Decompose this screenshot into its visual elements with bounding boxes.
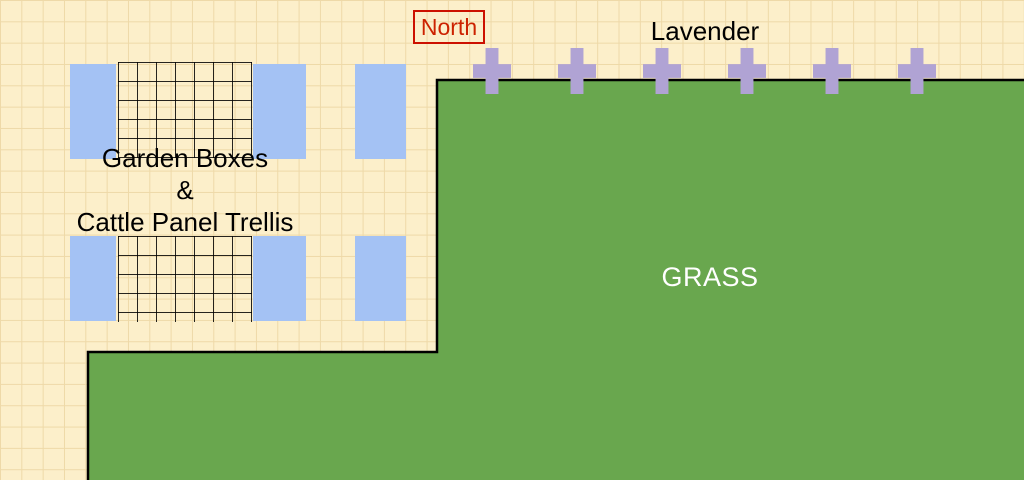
cattle-panel-trellis [118, 62, 252, 158]
grass-label: GRASS [661, 262, 759, 292]
lavender-label: Lavender [650, 16, 760, 46]
garden-caption-line3: Cattle Panel Trellis [76, 207, 294, 237]
north-label: North [420, 13, 478, 40]
garden-box [253, 236, 306, 321]
garden-boxes-caption: Garden Boxes & Cattle Panel Trellis [30, 142, 340, 238]
garden-box [355, 236, 406, 321]
garden-box [355, 64, 406, 159]
garden-caption-line1: Garden Boxes [101, 143, 269, 173]
garden-box [70, 64, 116, 159]
garden-box [253, 64, 306, 159]
cattle-panel-trellis [118, 236, 252, 322]
garden-caption-line2: & [176, 175, 194, 205]
north-label-box: North [413, 10, 485, 44]
garden-box [70, 236, 116, 321]
